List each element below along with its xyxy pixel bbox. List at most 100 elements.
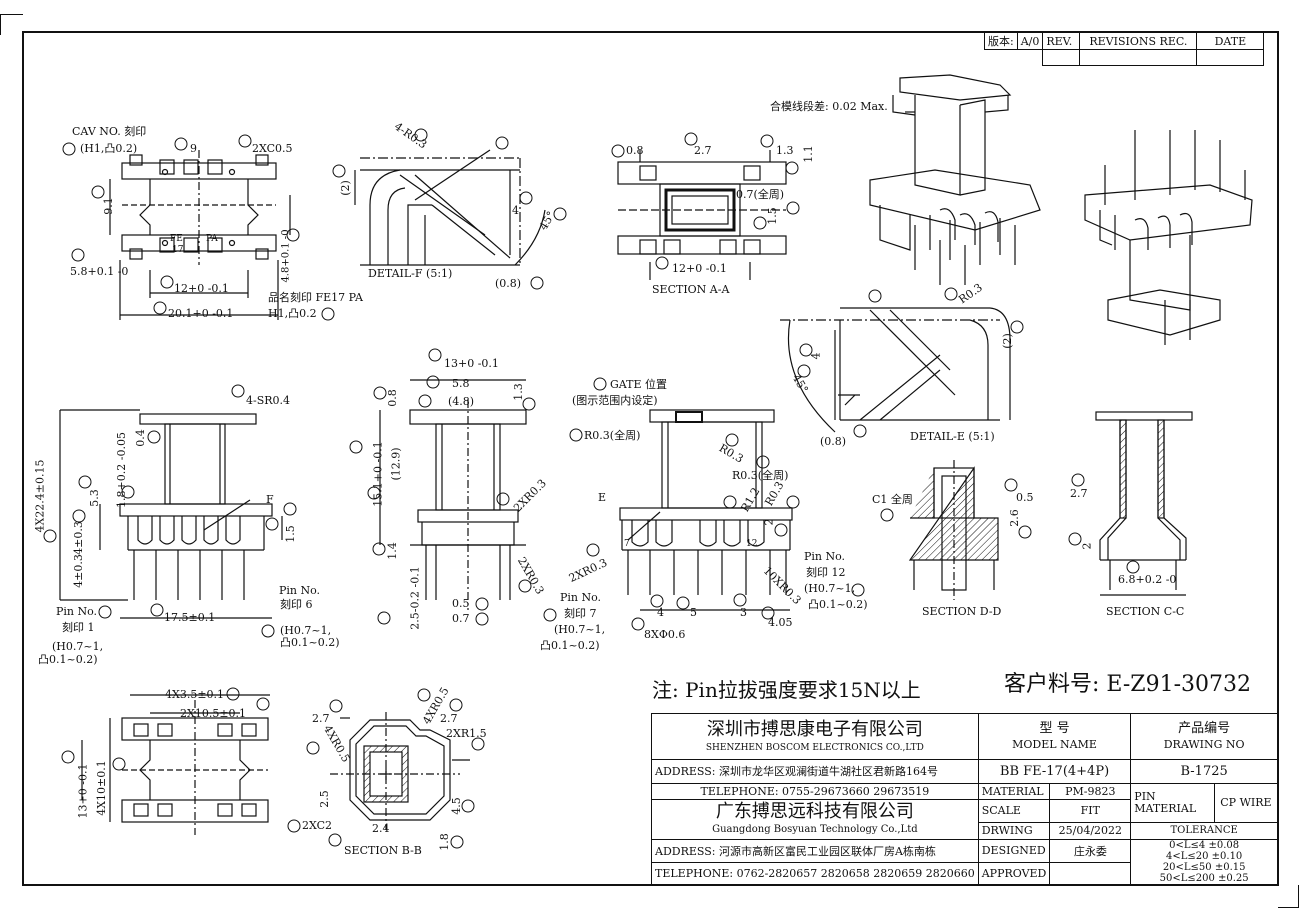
- sec-bb-2xr1-5: 2XR1.5: [446, 727, 487, 740]
- side-dim-0-7: 0.7: [452, 612, 470, 625]
- telephone-2: TELEPHONE: 0762-2820657 2820658 2820659 …: [651, 861, 979, 887]
- sec-dd-caption: SECTION D-D: [922, 605, 1002, 618]
- drawing-border: [22, 31, 1279, 886]
- pin6-label: Pin No.: [279, 584, 321, 597]
- sec-dd-dim-2-6: 2.6: [1007, 509, 1021, 527]
- sec-bb-dim-2-7b: 2.7: [440, 712, 458, 725]
- top-view-outline: [109, 150, 291, 320]
- section-aa-outline: [617, 150, 787, 280]
- bottom-view-outline: [81, 694, 270, 835]
- pin6-spec: (H0.7~1,: [280, 624, 332, 637]
- cav-spec: (H1,凸0.2): [80, 142, 138, 155]
- approved-value: [1049, 861, 1132, 887]
- pin-material-label: PIN MATERIAL: [1130, 782, 1215, 823]
- gate-e-mark: E: [598, 491, 607, 504]
- pin12-mark: 刻印 12: [806, 566, 846, 579]
- sec-bb-2xc2: 2XC2: [302, 819, 333, 832]
- top-dim-9-1: 9.1: [101, 197, 115, 215]
- side-dim-13: 13+0 -0.1: [444, 357, 499, 370]
- detail-e-caption: DETAIL-E (5:1): [910, 430, 995, 443]
- tolerance-row-2: 4<L≤20 ±0.10: [1165, 851, 1243, 863]
- sec-aa-dim-1-5: 1.5: [765, 207, 779, 225]
- gate-r-all2: R0.3(全周): [732, 469, 789, 482]
- tolerance-row-4: 50<L≤200 ±0.25: [1159, 873, 1249, 885]
- pin-material-value: CP WIRE: [1213, 782, 1279, 823]
- company2-cell: 广东搏思远科技有限公司 Guangdong Bosyuan Technology…: [651, 798, 979, 840]
- num-mark: 17: [172, 245, 184, 255]
- balloon-callouts: [43, 128, 1140, 849]
- name-mark-spec: H1,凸0.2: [268, 307, 317, 320]
- front-f-mark: F: [266, 493, 274, 506]
- company2-en: Guangdong Bosyuan Technology Co.,Ltd: [712, 824, 918, 836]
- gate-dim-4-05: 4.05: [768, 616, 793, 629]
- model-cn: 型 号: [1039, 720, 1070, 736]
- sec-aa-dim-2-7: 2.7: [694, 144, 712, 157]
- sec-cc-dim-2: 2: [1080, 542, 1094, 550]
- designed-value: 庄永委: [1049, 838, 1132, 863]
- pin6-spec2: 凸0.1~0.2): [280, 636, 340, 649]
- detail-e-dim-4: 4: [809, 352, 823, 360]
- pin6-mark: 刻印 6: [280, 598, 313, 611]
- tolerance-row-1: 0<L≤4 ±0.08: [1169, 840, 1240, 852]
- sec-bb-dim-2-7a: 2.7: [312, 712, 330, 725]
- drawing-cn: 产品编号: [1178, 720, 1231, 736]
- gate-r-all: R0.3(全周): [584, 429, 641, 442]
- designed-label: DESIGNED: [977, 838, 1051, 863]
- material-label: MATERIAL: [977, 782, 1051, 800]
- version-value: A/0: [1016, 32, 1044, 50]
- gate-label: GATE 位置: [610, 378, 667, 391]
- cav-label: CAV NO. 刻印: [72, 125, 147, 138]
- detail-e-dim-0-8: (0.8): [820, 435, 847, 448]
- sec-cc-caption: SECTION C-C: [1106, 605, 1185, 618]
- side-view-outline: [379, 379, 527, 610]
- bot-dim-2x10-5: 2X10.5±0.1: [180, 707, 247, 720]
- sec-aa-caption: SECTION A-A: [652, 283, 730, 296]
- side-dim-5-8: 5.8: [452, 377, 470, 390]
- company2-cn: 广东搏思远科技有限公司: [715, 801, 914, 823]
- front-dim-4: 4±0.3: [71, 554, 85, 588]
- sec-cc-dim-6-8: 6.8+0.2 -0: [1118, 573, 1177, 586]
- side-dim-12-9: (12.9): [389, 447, 403, 481]
- section-cc-outline: [1095, 411, 1193, 596]
- gate-num-12: 12: [746, 539, 758, 549]
- detail-e-outline: [780, 307, 1011, 433]
- corner-mark-bottom-right: [1278, 885, 1299, 908]
- side-dim-15-1: 15.1+0 -0.1: [371, 441, 385, 507]
- gate-pins: 8XΦ0.6: [644, 628, 686, 641]
- pin12-label: Pin No.: [804, 550, 846, 563]
- sec-bb-dim-2-4: 2.4: [372, 822, 390, 835]
- customer-part-number: 客户料号: E-Z91-30732: [1004, 672, 1252, 697]
- pin7-spec2: 凸0.1~0.2): [540, 639, 600, 652]
- sec-aa-wall: 0.7(全周): [736, 188, 785, 201]
- top-dim-9: 9: [190, 142, 197, 155]
- pin1-mark: 刻印 1: [62, 621, 95, 634]
- detail-f-dim-4: 4: [512, 204, 519, 217]
- top-dim-5-8: 5.8+0.1 -0: [70, 265, 129, 278]
- top-dim-4-8: 4.8+0.1 -0: [280, 229, 292, 283]
- pin7-spec: (H0.7~1,: [554, 623, 606, 636]
- sec-aa-dim-1-3: 1.3: [776, 144, 794, 157]
- scale-value: FIT: [1049, 798, 1132, 823]
- approved-label: APPROVED: [977, 861, 1051, 887]
- detail-f-caption: DETAIL-F (5:1): [368, 267, 453, 280]
- gate-dim-5: 5: [690, 606, 697, 619]
- material-value: PM-9823: [1049, 782, 1132, 800]
- gate-dim-2: 2: [762, 518, 776, 526]
- drwing-value: 25/04/2022: [1049, 821, 1132, 840]
- model-en: MODEL NAME: [1012, 737, 1097, 751]
- address-2: ADDRESS: 河源市高新区富民工业园区联体厂房A栋南栋: [651, 838, 979, 863]
- detail-e-dim-2: (2): [1000, 333, 1014, 349]
- top-dim-12: 12+0 -0.1: [174, 282, 229, 295]
- front-dim-5-3: 5.3: [87, 489, 101, 507]
- sec-bb-dim-4-5: 4.5: [449, 797, 463, 815]
- tolerance-table: 0<L≤4 ±0.08 4<L≤20 ±0.10 20<L≤50 ±0.15 5…: [1130, 838, 1278, 887]
- front-dim-4-3: 4±0.3: [71, 521, 85, 555]
- drawing-header-cell: 产品编号 DRAWING NO: [1130, 712, 1278, 761]
- tolerance-row-3: 20<L≤50 ±0.15: [1162, 862, 1246, 874]
- iso-view-2: [1084, 130, 1253, 345]
- iso-view-1: [869, 74, 1041, 285]
- title-block: 深圳市搏思康电子有限公司 SHENZHEN BOSCOM ELECTRONICS…: [651, 712, 1279, 887]
- pin12-spec: (H0.7~1,: [804, 582, 856, 595]
- model-header-cell: 型 号 MODEL NAME: [977, 712, 1132, 761]
